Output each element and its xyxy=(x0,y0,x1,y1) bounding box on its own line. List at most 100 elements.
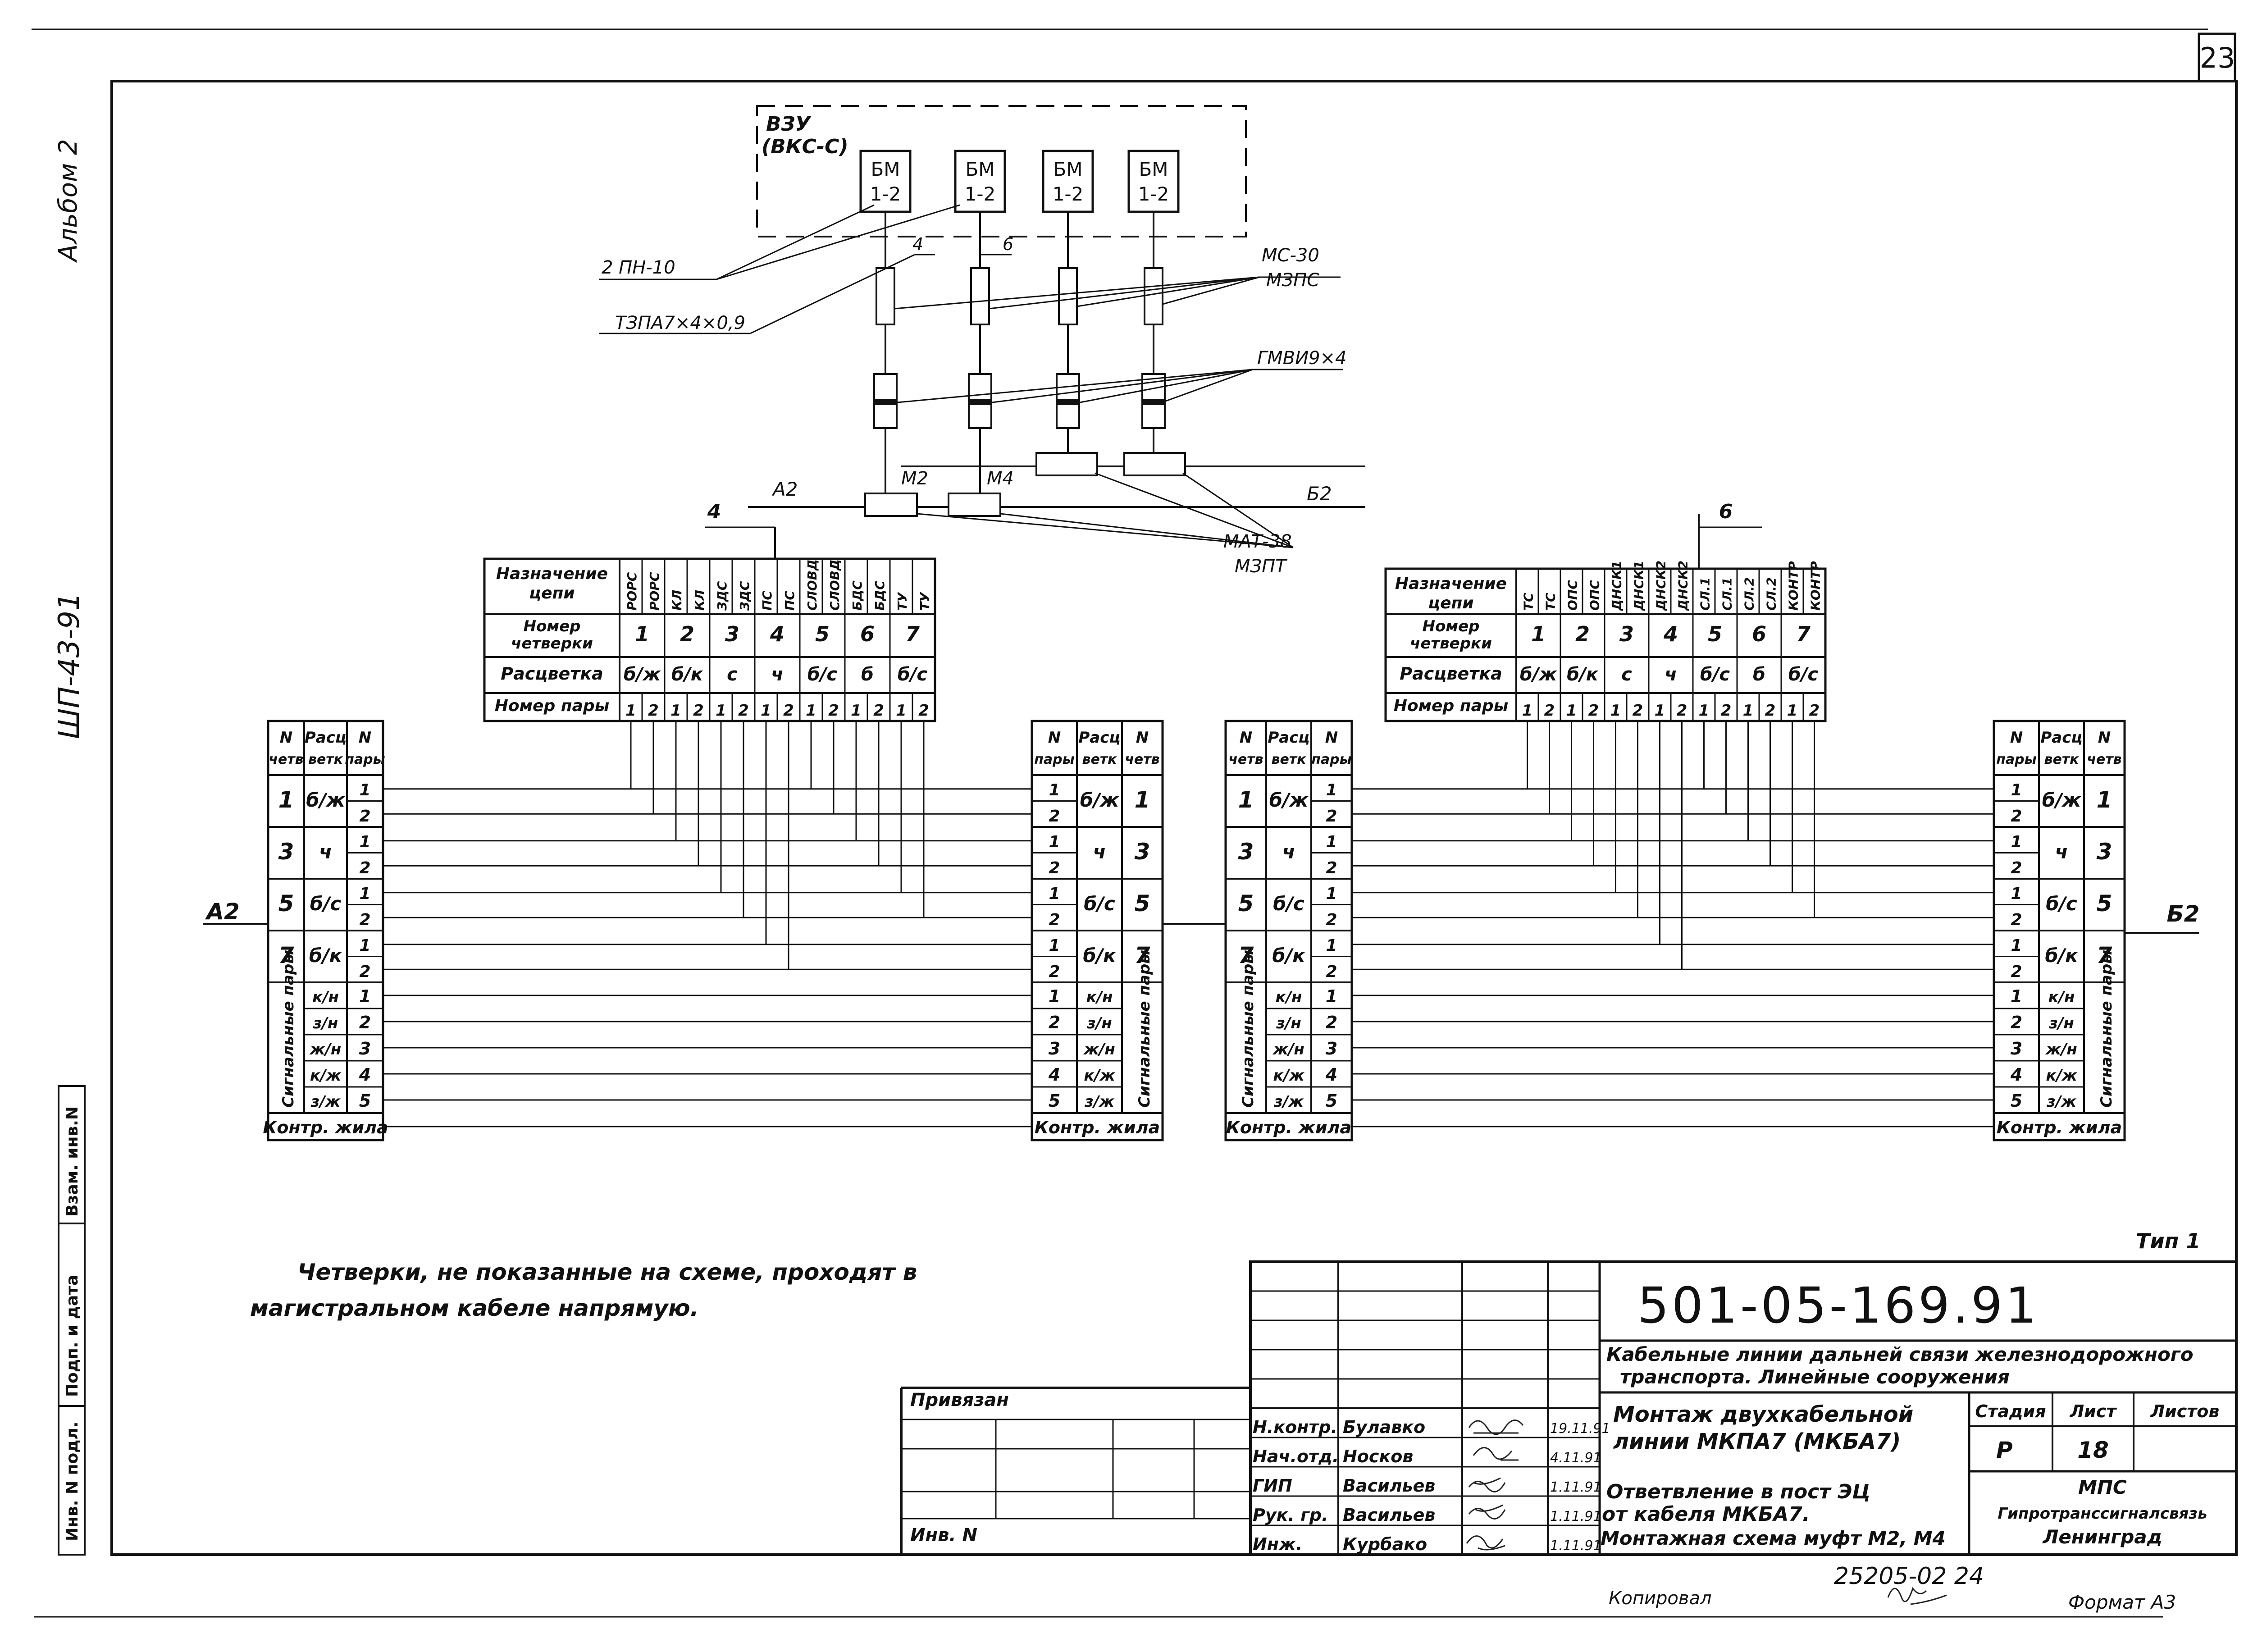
bm-2-line1: БМ xyxy=(965,158,994,180)
label-mzps: МЗПС xyxy=(1266,270,1319,291)
s3-quad-num-7: 7 xyxy=(1238,942,1254,968)
label-mat38: МАТ-38 xyxy=(1223,531,1292,552)
right-pair-9: 1 xyxy=(1699,702,1710,720)
s4-quad-num-1: 1 xyxy=(2097,787,2112,813)
right-pair-4: 2 xyxy=(1588,702,1599,720)
role-2: Нач.отд. xyxy=(1253,1447,1339,1466)
left-pair-14: 2 xyxy=(918,702,929,720)
s1-signal-num-1: 1 xyxy=(359,986,371,1006)
s2-quad-num-3: 3 xyxy=(1135,839,1150,865)
left-pair-3: 1 xyxy=(670,702,681,720)
s4-head-c-2: ветк xyxy=(2044,752,2079,767)
label-b2-top: Б2 xyxy=(1307,483,1332,505)
sheet-line-3: Монтажная схема муфт М2, М4 xyxy=(1601,1527,1946,1549)
left-pair-4: 2 xyxy=(693,702,704,720)
role-4: Рук. гр. xyxy=(1253,1505,1328,1525)
s1-head-p-2: пары xyxy=(345,752,385,767)
left-color-2: б/к xyxy=(671,664,703,685)
s1-head-p-1: N xyxy=(359,729,371,747)
s3-pair-num: 2 xyxy=(1326,859,1337,877)
s2-quad-num-1: 1 xyxy=(1135,787,1150,813)
s4-head-p-1: N xyxy=(2010,729,2023,747)
left-row-label-circuit-2: цепи xyxy=(529,584,575,602)
s1-signal-color-1: к/н xyxy=(312,988,339,1006)
s4-pair-num: 2 xyxy=(2011,911,2022,929)
s1-quad-num-7: 7 xyxy=(278,942,294,968)
s4-pair-num: 1 xyxy=(2011,885,2022,903)
name-3: Васильев xyxy=(1343,1476,1435,1496)
s3-head-p-2: пары xyxy=(1311,752,1352,767)
right-pair-13: 1 xyxy=(1787,702,1798,720)
s1-pair-num: 2 xyxy=(359,807,370,826)
left-row-label-pair: Номер пары xyxy=(495,697,610,715)
s1-quad-num-1: 1 xyxy=(278,787,294,813)
right-circuit-7: ДНСК2 xyxy=(1654,561,1669,611)
s2-head-p-2: пары xyxy=(1034,752,1075,767)
right-pair-5: 1 xyxy=(1610,702,1621,720)
s3-quad-num-3: 3 xyxy=(1238,839,1254,865)
right-circuit-3: ОПС xyxy=(1565,580,1580,611)
right-quad-4: 4 xyxy=(1663,622,1678,646)
s3-quad-color-7: б/к xyxy=(1272,945,1306,967)
s2-head-c-1: Расц xyxy=(1078,729,1120,747)
left-pair-10: 2 xyxy=(828,702,839,720)
title-privyazan: Привязан xyxy=(910,1390,1009,1410)
label-m2: М2 xyxy=(901,468,928,489)
name-4: Васильев xyxy=(1343,1505,1435,1525)
right-pair-12: 2 xyxy=(1765,702,1776,720)
left-quad-5: 5 xyxy=(815,622,830,646)
branch-6-label: 6 xyxy=(1719,500,1733,523)
signature-marks xyxy=(1466,1419,1947,1605)
s1-signal-num-3: 3 xyxy=(359,1039,371,1059)
right-color-7: б/с xyxy=(1788,664,1819,685)
s2-signal-num-3: 3 xyxy=(1049,1039,1060,1059)
s2-pair-num: 1 xyxy=(1049,781,1060,799)
s1-quad-color-1: б/ж xyxy=(306,789,346,811)
right-pair-11: 1 xyxy=(1743,702,1754,720)
s2-pair-num: 1 xyxy=(1049,936,1060,955)
s2-control-label: Контр. жила xyxy=(1035,1118,1160,1137)
s1-signal-num-4: 4 xyxy=(359,1065,371,1085)
left-quad-1: 1 xyxy=(635,622,649,646)
s3-signal-color-1: к/н xyxy=(1276,988,1302,1006)
s1-head-q-1: N xyxy=(280,729,292,747)
label-2pn10: 2 ПН-10 xyxy=(602,257,675,278)
left-circuit-7: ПС xyxy=(760,591,775,611)
left-circuit-13: ТУ xyxy=(895,592,910,611)
role-3: ГИП xyxy=(1253,1476,1292,1496)
s4-pair-num: 2 xyxy=(2011,859,2022,877)
s1-pair-num: 2 xyxy=(359,859,370,877)
s3-signal-color-5: з/ж xyxy=(1273,1093,1304,1111)
side-table-a2-right: NпарыРасцветкNчетв1б/ж123ч125б/с127б/к12… xyxy=(1031,720,1164,1141)
note-line-2: магистральном кабеле напрямую. xyxy=(250,1295,699,1321)
type-label: Тип 1 xyxy=(2136,1229,2200,1253)
s2-pair-num: 2 xyxy=(1049,963,1060,981)
label-m4: М4 xyxy=(987,468,1014,489)
label-ms30: МС-30 xyxy=(1262,245,1319,266)
s2-quad-color-1: б/ж xyxy=(1080,789,1120,811)
left-quad-2: 2 xyxy=(680,622,694,646)
left-row-label-quad: Номер xyxy=(523,617,580,635)
s2-head-q-1: N xyxy=(1136,729,1149,747)
left-circuit-4: КЛ xyxy=(692,590,707,611)
left-pair-7: 1 xyxy=(761,702,771,720)
copied-label: Копировал xyxy=(1609,1588,1712,1609)
left-pair-9: 1 xyxy=(806,702,816,720)
name-2: Носков xyxy=(1343,1447,1413,1466)
s1-signal-label: Сигнальные пары xyxy=(279,950,297,1108)
s3-signal-num-1: 1 xyxy=(1326,986,1337,1006)
bm-3-line2: 1-2 xyxy=(1053,183,1084,205)
s1-signal-num-5: 5 xyxy=(359,1091,371,1111)
right-circuit-1: ТС xyxy=(1521,593,1536,611)
s3-quad-color-3: ч xyxy=(1282,841,1295,863)
s4-pair-num: 2 xyxy=(2011,963,2022,981)
right-color-2: б/к xyxy=(1567,664,1599,685)
s4-quad-num-7: 7 xyxy=(2097,942,2112,968)
s2-quad-color-3: ч xyxy=(1093,841,1106,863)
s3-signal-num-3: 3 xyxy=(1326,1039,1337,1059)
sheet-line-1: Ответвление в пост ЭЦ xyxy=(1606,1480,1870,1503)
strip-inv-podl: Инв. N подл. xyxy=(63,1422,82,1541)
left-circuit-2: РОРС xyxy=(647,572,662,611)
